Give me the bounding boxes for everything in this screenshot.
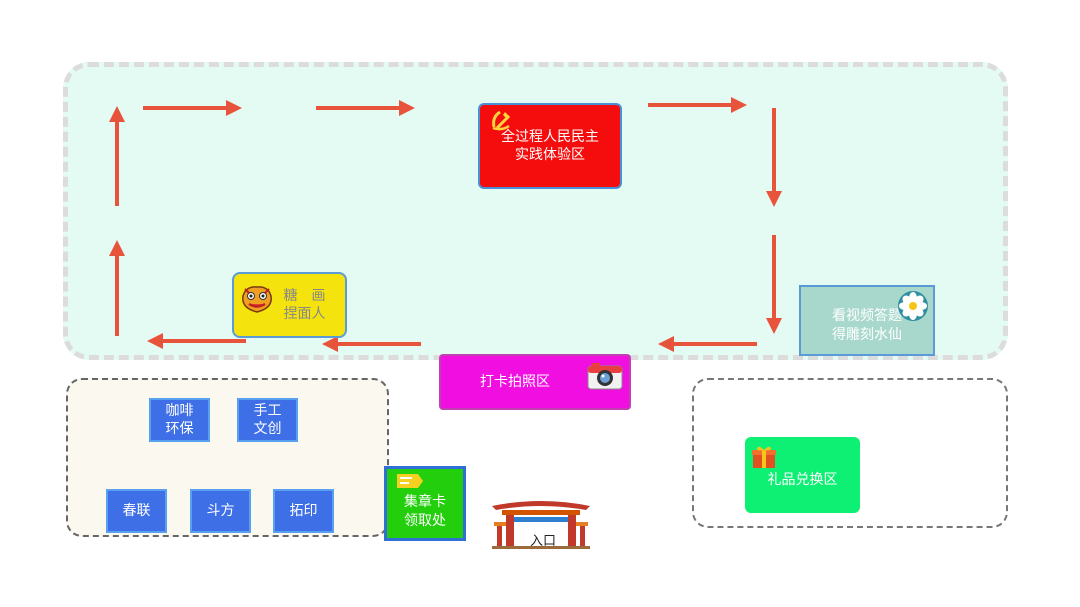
activity-coffee-eco: 咖啡 环保: [149, 398, 210, 442]
sugar-line2: 捏面人: [283, 306, 326, 322]
lion-dance-head-icon: [242, 286, 272, 313]
stamp-line2: 领取处: [404, 512, 446, 529]
activity-line1: 手工: [253, 402, 282, 419]
activity-handcraft: 手工 文创: [237, 398, 298, 442]
entrance-label: 入口: [529, 534, 556, 549]
flower-icon: [898, 291, 928, 321]
ticket-icon: [397, 474, 423, 488]
activity-line1: 咖啡: [165, 402, 194, 419]
sugar-line1: 糖 画: [283, 287, 326, 304]
stamp-line1: 集章卡: [404, 494, 446, 511]
narcissus-line1: 看视频答题: [832, 308, 902, 325]
narcissus-line2: 得雕刻水仙: [832, 326, 902, 343]
activity-line1: 斗方: [206, 502, 235, 519]
activity-doufang: 斗方: [190, 489, 251, 533]
activity-rubbing: 拓印: [273, 489, 334, 533]
activity-line2: 文创: [253, 421, 282, 437]
gift-zone: [692, 378, 1008, 528]
activity-line1: 春联: [122, 502, 151, 519]
activity-line1: 拓印: [289, 502, 318, 519]
camera-icon: [587, 363, 623, 390]
activity-couplet: 春联: [106, 489, 167, 533]
gift-exchange-zone: 礼品兑换区: [745, 437, 860, 513]
democracy-line2: 实践体验区: [515, 147, 585, 163]
party-emblem-icon: [492, 110, 511, 131]
activity-line2: 环保: [165, 421, 194, 437]
archway-gate-icon: [492, 501, 590, 549]
gift-label: 礼品兑换区: [767, 471, 838, 488]
gift-box-icon: [752, 446, 776, 468]
democracy-line1: 全过程人民民主: [501, 128, 599, 145]
democracy-experience-zone: 全过程人民民主 实践体验区: [478, 103, 622, 189]
photo-label: 打卡拍照区: [480, 373, 550, 390]
